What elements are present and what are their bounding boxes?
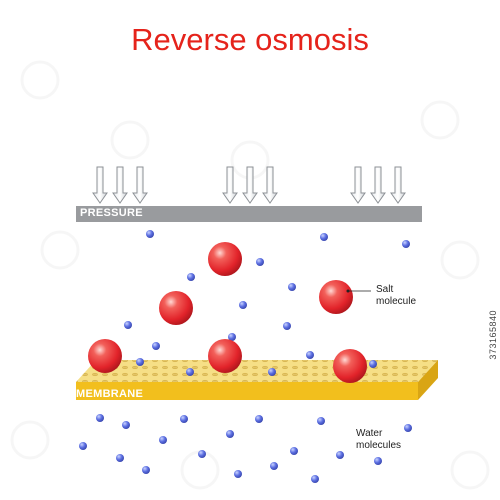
water-molecule xyxy=(290,447,298,455)
water-molecule xyxy=(369,360,377,368)
annotation-leaders xyxy=(346,289,371,293)
water-molecule xyxy=(268,368,276,376)
water-molecule xyxy=(159,436,167,444)
water-molecule xyxy=(239,301,247,309)
diagram-title: Reverse osmosis xyxy=(131,22,369,57)
water-molecule xyxy=(402,240,410,248)
water-molecule xyxy=(288,283,296,291)
pressure-label: PRESSURE xyxy=(80,207,143,219)
membrane-pores xyxy=(76,360,438,382)
salt-molecule xyxy=(159,291,193,325)
water-molecule xyxy=(186,368,194,376)
salt-molecule xyxy=(319,280,353,314)
water-molecule xyxy=(116,454,124,462)
salt-leader-dot xyxy=(346,289,350,293)
water-molecule xyxy=(255,415,263,423)
water-molecule xyxy=(283,322,291,330)
water-molecule xyxy=(270,462,278,470)
water-molecules xyxy=(79,230,412,483)
water-molecule xyxy=(226,430,234,438)
water-molecule xyxy=(320,233,328,241)
salt-annotation-line1: Salt xyxy=(376,284,394,295)
salt-molecule-annotation: Salt molecule xyxy=(376,284,416,308)
water-molecule xyxy=(228,333,236,341)
water-molecule xyxy=(234,470,242,478)
water-molecule xyxy=(180,415,188,423)
water-annotation-line2: molecules xyxy=(356,440,402,451)
water-molecule xyxy=(136,358,144,366)
water-molecule xyxy=(404,424,412,432)
water-molecule xyxy=(198,450,206,458)
water-molecule xyxy=(374,457,382,465)
water-molecule xyxy=(122,421,130,429)
water-molecule xyxy=(256,258,264,266)
membrane-label: MEMBRANE xyxy=(76,388,144,400)
water-molecule xyxy=(79,442,87,450)
salt-molecules xyxy=(88,242,367,383)
salt-molecule xyxy=(208,339,242,373)
salt-molecule xyxy=(208,242,242,276)
salt-molecule xyxy=(333,349,367,383)
water-molecule xyxy=(146,230,154,238)
stock-image-id: 373165840 xyxy=(488,310,498,360)
membrane-side-face xyxy=(418,360,438,400)
water-molecule xyxy=(306,351,314,359)
water-molecule xyxy=(311,475,319,483)
water-molecule xyxy=(142,466,150,474)
water-molecule xyxy=(336,451,344,459)
water-molecules-annotation: Water molecules xyxy=(356,428,401,452)
water-molecule xyxy=(96,414,104,422)
water-molecule xyxy=(317,417,325,425)
salt-molecule xyxy=(88,339,122,373)
water-molecule xyxy=(124,321,132,329)
salt-annotation-line2: molecule xyxy=(376,296,417,307)
pressure-plate xyxy=(76,206,422,222)
water-molecule xyxy=(152,342,160,350)
water-molecule xyxy=(187,273,195,281)
membrane-front-face xyxy=(76,382,418,400)
water-annotation-line1: Water xyxy=(356,428,383,439)
